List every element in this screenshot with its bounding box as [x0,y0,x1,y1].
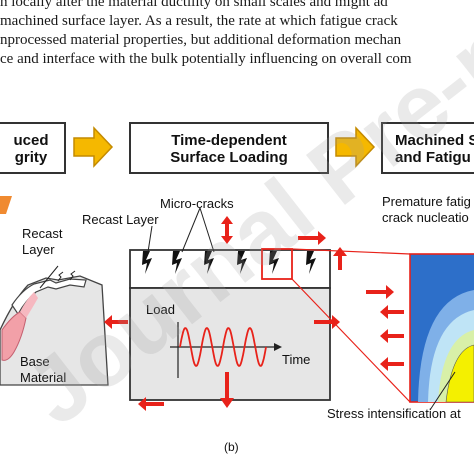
flow-arrow-2 [335,126,376,168]
flow-box-left-line-2: grity [14,149,48,166]
crack-left-1 [57,271,64,282]
label-base-1: Base [20,354,50,369]
bulk-block [129,287,331,401]
micro-crack-6 [306,251,316,274]
label-time: Time [282,352,311,367]
paragraph-line-2: machined surface layer. As a result, the… [0,13,398,29]
label-recast-left-1: Recast [22,226,63,241]
label-recast-middle: Recast Layer [82,212,159,227]
pink-deformed-zone [1,311,27,361]
recast-layer-strip [129,249,331,289]
recast-layer-left [11,278,87,316]
load-arrow-down [220,372,234,408]
flow-box-right-line-2: and Fatigu [395,149,471,166]
label-premature-1: Premature fatig [382,194,471,209]
load-arrow-right-top [298,231,326,245]
flow-box-induced-integrity: uced grity [0,122,66,174]
load-axis-arrow [274,343,282,351]
load-arrow-left-4 [380,357,404,371]
orange-marker [0,196,12,214]
load-arrow-right-2 [366,285,394,299]
micro-crack-4 [237,251,247,274]
load-arrow-up-right [333,247,347,270]
label-stress: Stress intensification at [327,406,461,421]
flow-box-time-dependent: Time-dependent Surface Loading [129,122,329,174]
load-sine-wave [179,327,267,367]
figure-caption: (b) [224,440,239,454]
zoom-line-bottom [291,278,411,403]
micro-cracks-leader-2 [199,207,215,253]
label-micro-cracks: Micro-cracks [160,196,234,211]
flow-box-left-line-1: uced [13,132,49,149]
crack-highlight-box [261,248,293,280]
stress-leader [429,371,456,411]
micro-crack-1 [142,251,152,274]
recast-leader [39,265,59,289]
flow-box-machined-surface: Machined S and Fatigu [381,122,474,174]
crack-left-2 [69,270,76,281]
micro-crack-2 [172,251,182,274]
flow-box-middle-line-2: Surface Loading [170,149,288,166]
load-arrow-left-bottom [138,397,164,411]
flow-box-middle-line-1: Time-dependent [171,132,287,149]
pink-deformed-zone-2 [20,292,38,318]
recast-layer-leader [147,225,153,253]
flow-arrow-1 [73,126,114,168]
label-load: Load [146,302,175,317]
micro-cracks-leader-1 [181,207,201,253]
label-recast-left-2: Layer [22,242,55,257]
load-arrow-left-2 [380,305,404,319]
label-premature-2: crack nucleatio [382,210,469,225]
zoom-line-top [291,248,411,255]
micro-crack-3 [204,251,214,274]
micro-crack-5 [269,251,279,274]
load-arrow-left-3 [380,329,404,343]
load-arrow-up-1 [221,222,233,244]
paragraph-line-4: ce and interface with the bulk potential… [0,51,412,67]
load-arrow-left [104,315,128,329]
load-arrow-up-1b [221,216,233,224]
paragraph-line-3: nprocessed material properties, but addi… [0,32,402,48]
label-base-2: Material [20,370,67,385]
flow-box-right-line-1: Machined S [395,132,474,149]
paragraph-line-1: h locally alter the material ductility o… [0,0,388,10]
load-arrow-right [314,315,340,329]
